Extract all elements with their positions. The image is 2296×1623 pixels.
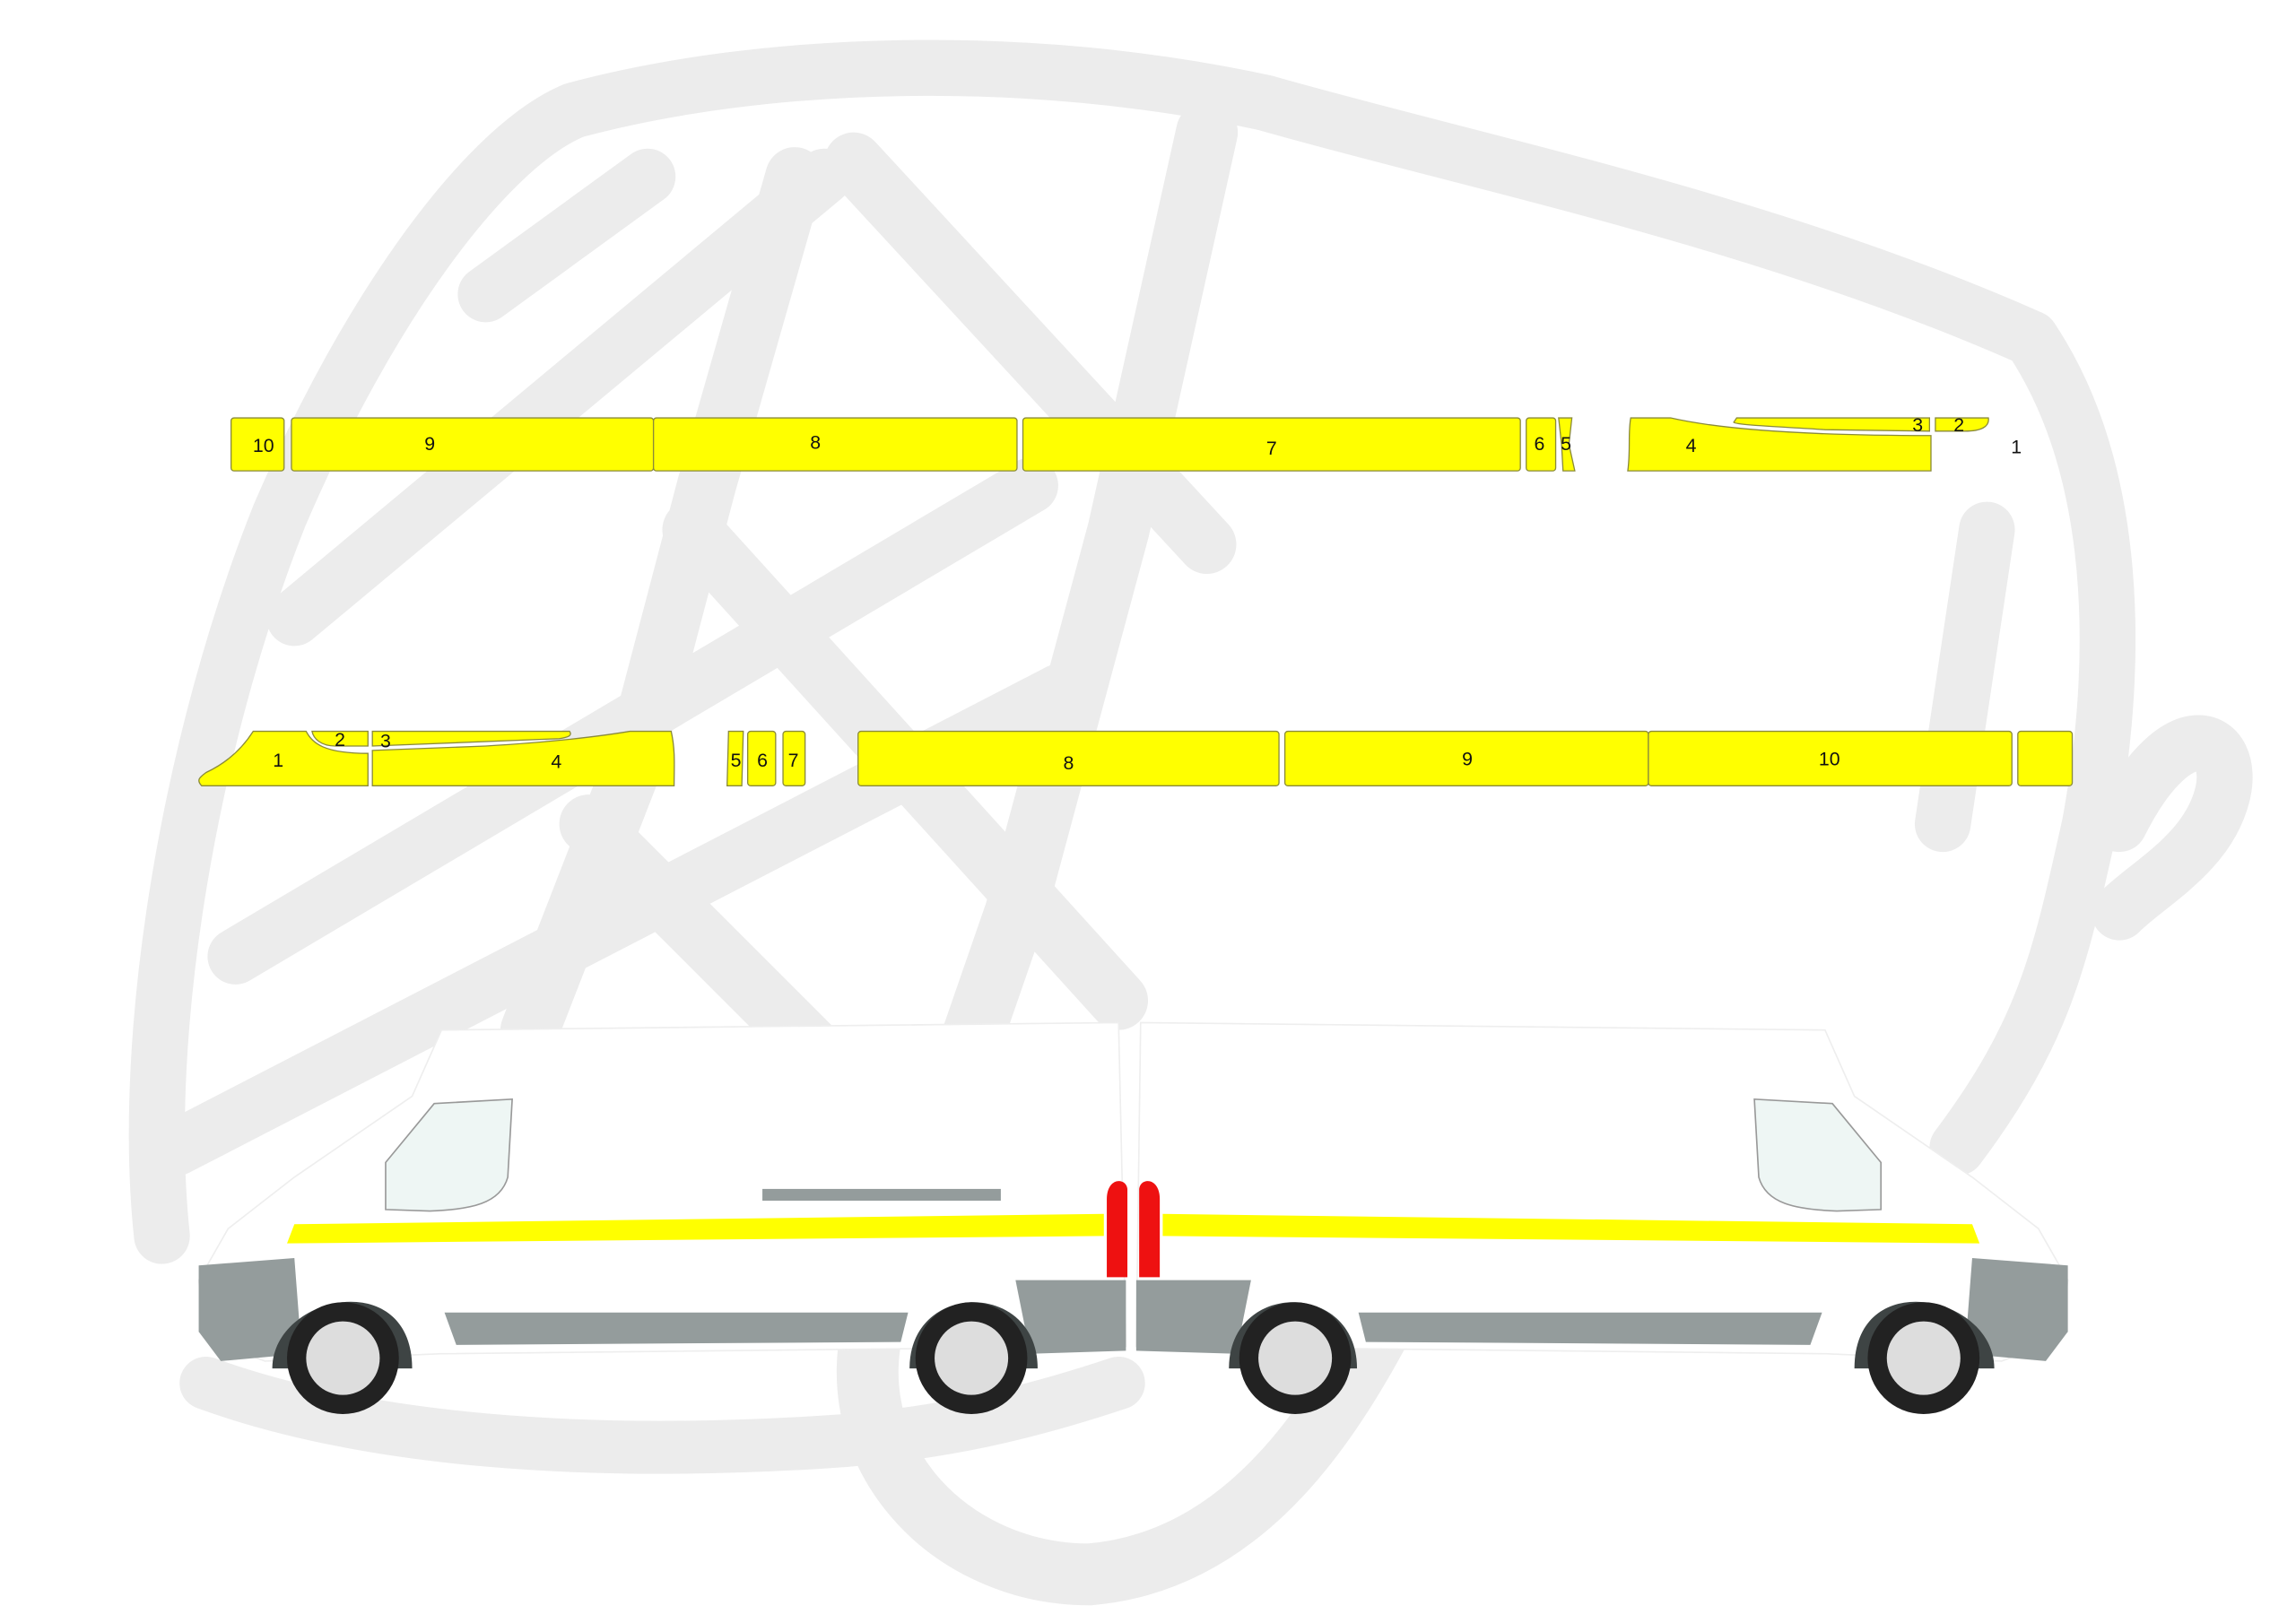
bottom-label-2: 2 [335, 729, 345, 751]
front-wheel-hub [1886, 1321, 1961, 1395]
top-label-9: 9 [424, 433, 435, 455]
bottom-panel-8 [857, 730, 1280, 786]
bottom-panel-6 [746, 730, 777, 786]
top-panel-9 [291, 417, 655, 472]
top-panel-10 [230, 417, 285, 472]
side-skirt [1358, 1312, 1822, 1345]
background-logo-watermark [128, 39, 2253, 1606]
bottom-panel-2 [311, 730, 369, 747]
red-rear-chevrons [1107, 1181, 1128, 1278]
top-label-6: 6 [1535, 433, 1545, 455]
bottom-label-6: 6 [757, 750, 768, 771]
rear-bumper [1135, 1280, 1251, 1354]
bottom-panel-4 [371, 730, 675, 786]
top-panel-8 [652, 417, 1018, 472]
bottom-panel-10 [1648, 730, 2013, 786]
bottom-label-4: 4 [551, 751, 561, 773]
top-panel-2 [1935, 417, 1989, 432]
windshield [385, 1098, 513, 1212]
bottom-label-5: 5 [731, 750, 742, 771]
top-label-5: 5 [1561, 433, 1571, 455]
bottom-label-8: 8 [1063, 752, 1074, 774]
top-panel-3 [1733, 417, 1931, 432]
top-label-4: 4 [1686, 435, 1697, 456]
bottom-panel-7 [782, 730, 806, 786]
top-label-3: 3 [1912, 414, 1923, 436]
sliding-door-rail [762, 1188, 1001, 1202]
top-panel-4 [1627, 417, 1932, 472]
bottom-label-1: 1 [273, 750, 283, 771]
bottom-label-10: 10 [1819, 748, 1840, 769]
side-skirt [444, 1312, 909, 1345]
front-bumper [1964, 1258, 2068, 1361]
windshield [1753, 1098, 1883, 1212]
bottom-label-3: 3 [380, 731, 391, 752]
bottom-panel-3 [371, 730, 571, 747]
yellow-stripe [1162, 1213, 1980, 1244]
van-left-side-view [197, 1021, 1128, 1414]
red-rear-chevrons [1139, 1181, 1161, 1278]
top-label-2: 2 [1953, 414, 1964, 436]
rear-wheel-hub [935, 1321, 1009, 1395]
rear-bumper [1015, 1280, 1126, 1354]
bottom-panel-1 [198, 730, 369, 786]
top-row-panels: 10 9 8 7 6 5 4 3 2 1 [230, 414, 2022, 472]
bottom-panel-5 [726, 730, 744, 786]
top-panel-5 [1558, 417, 1576, 472]
top-label-1: 1 [2011, 436, 2022, 457]
front-wheel-hub [306, 1321, 380, 1395]
top-label-8: 8 [810, 431, 821, 453]
top-label-10: 10 [253, 435, 274, 456]
top-panel-6 [1526, 417, 1557, 472]
van-right-side-view [1135, 1021, 2069, 1414]
front-bumper [198, 1258, 302, 1361]
yellow-stripe [287, 1213, 1104, 1244]
bottom-label-7: 7 [788, 750, 799, 771]
bottom-label-9: 9 [1462, 748, 1473, 769]
rear-wheel-hub [1258, 1321, 1333, 1395]
top-panel-7 [1022, 417, 1521, 472]
top-label-7: 7 [1266, 438, 1277, 459]
bottom-row-panels: 1 2 3 4 5 6 7 8 9 10 [198, 729, 2074, 786]
bottom-panel-blank [2017, 730, 2074, 786]
